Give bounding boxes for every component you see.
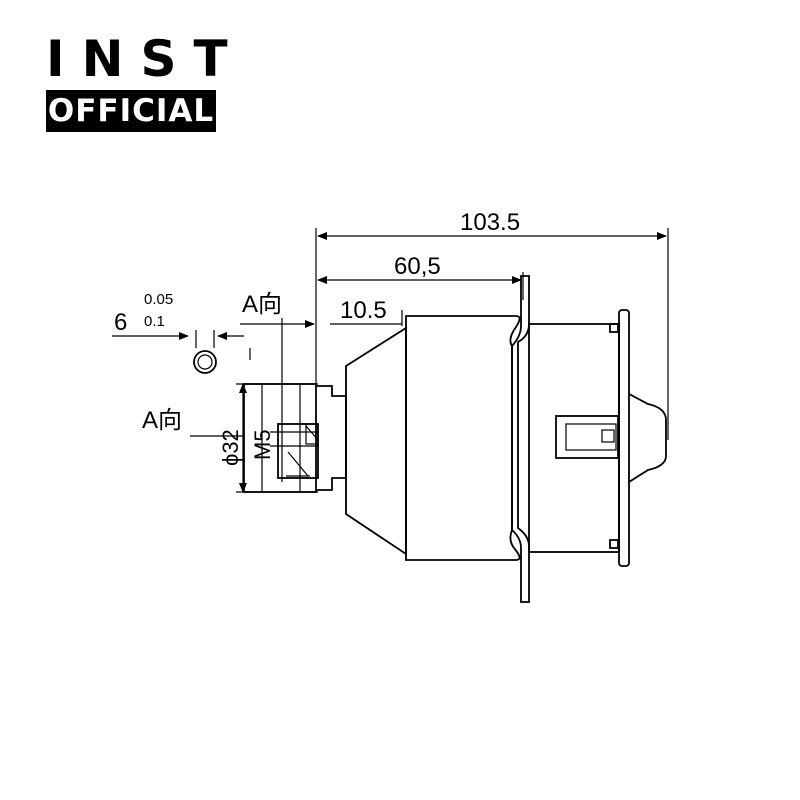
key-section-detail (193, 330, 217, 374)
dim-overall-length: 103.5 (460, 209, 520, 236)
view-arrow (190, 318, 283, 482)
connector-window (555, 415, 619, 459)
tolerance-upper: 0.05 (144, 291, 173, 308)
dim-diameter: ϕ32 (218, 429, 243, 466)
dimension-lines (112, 232, 667, 493)
end-cap (628, 393, 667, 483)
dim-key-width: 6 (114, 309, 127, 336)
dim-shaft-length: 10.5 (340, 297, 387, 324)
tolerance-lower: 0.1 (144, 313, 165, 330)
main-body (405, 315, 521, 561)
logo-tagline: OFFICIAL (46, 90, 216, 132)
logo-wordmark: INST (46, 30, 245, 88)
dim-flange-length: 60,5 (394, 253, 441, 280)
rear-housing (528, 323, 620, 553)
view-label-side: A向 (142, 407, 182, 434)
mounting-flange (511, 275, 530, 603)
shaft-collar (316, 385, 347, 491)
brand-logo: INST OFFICIAL (44, 30, 245, 134)
shaft (243, 383, 319, 493)
view-label-top: A向 (242, 291, 282, 318)
extension-lines (249, 228, 669, 440)
cone-body (345, 326, 407, 556)
end-plate (618, 309, 630, 567)
